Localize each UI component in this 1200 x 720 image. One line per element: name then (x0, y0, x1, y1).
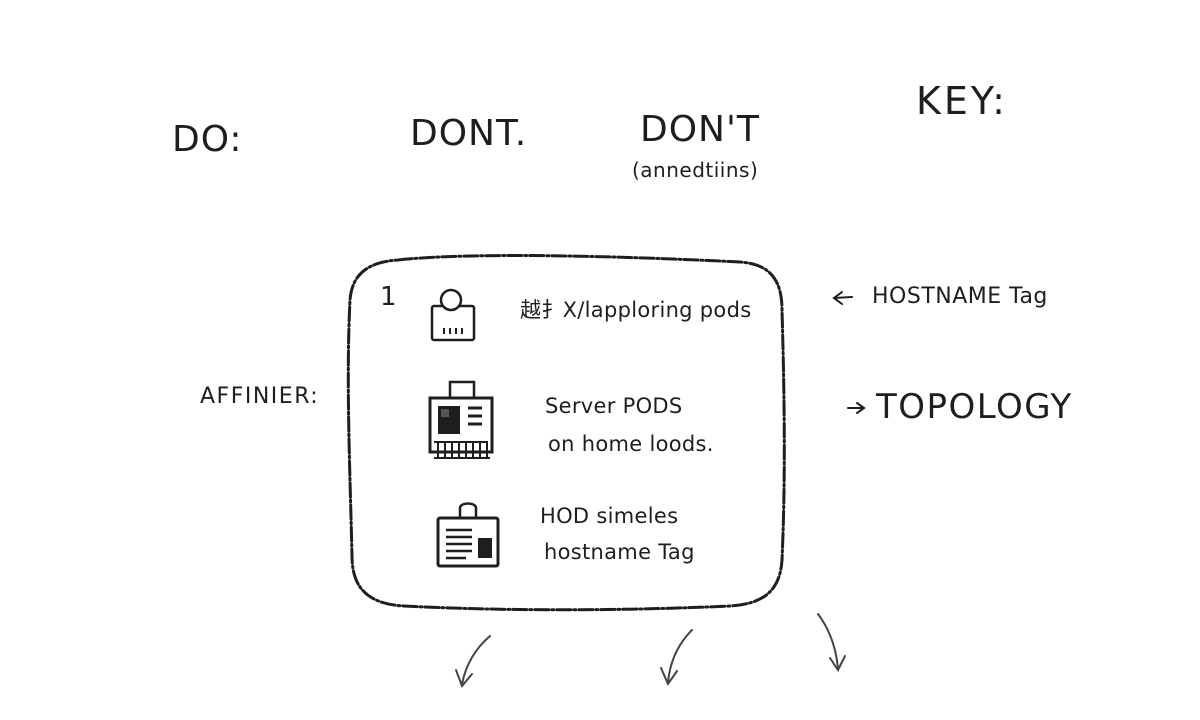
box-number: 1 (380, 282, 397, 312)
down-arrow-middle (660, 629, 693, 687)
header-dont-annotations: DON'T (640, 109, 760, 150)
header-dont: DONT. (410, 113, 528, 154)
row-3-label-line-2: hostname Tag (544, 540, 695, 564)
header-key: KEY: (916, 79, 1008, 123)
row-2-label-line-2: on home loods. (548, 432, 714, 456)
key-item-hostname-tag: HOSTNAME Tag (872, 284, 1048, 309)
row-2-label-line-1: Server PODS (545, 394, 683, 418)
pod-badge-icon (430, 288, 476, 342)
affinity-label: AFFINIER: (200, 384, 320, 409)
header-dont-annotations-note: (annedtiins) (632, 158, 759, 182)
row-1-label: 越扌X/lapploring pods (520, 298, 752, 322)
row-3-label-line-1: HOD simeles (540, 504, 679, 528)
down-arrow-right (817, 613, 846, 672)
key-arrow-left-icon (832, 291, 853, 305)
key-item-topology: TOPOLOGY (876, 387, 1073, 427)
id-card-icon (436, 502, 500, 568)
affinity-box (346, 254, 786, 612)
key-arrow-right-icon (847, 402, 866, 414)
server-rack-icon (428, 380, 494, 459)
header-do: DO: (172, 119, 243, 160)
down-arrow-left (455, 635, 491, 688)
